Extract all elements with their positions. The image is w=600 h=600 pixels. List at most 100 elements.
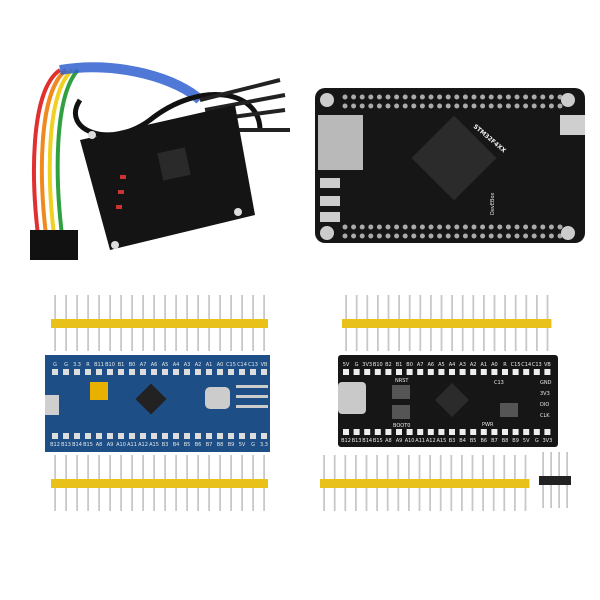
pin-label: G [64,362,68,368]
pin-hole [342,224,348,230]
brand-label: DevEBox [490,193,496,215]
pin-pad [512,429,519,435]
pin-hole [531,224,537,230]
pin-hole [497,233,503,239]
pin-hole [454,103,460,109]
pin-label: B15 [373,438,383,444]
pin-label: B13 [352,438,362,444]
pin-hole [359,233,365,239]
c13-label: C13 [494,380,504,386]
pin-pad [502,369,508,375]
pin-hole [523,224,529,230]
pin-label: A7 [140,362,147,368]
pin-pad [206,369,212,375]
pin-pad [523,369,530,375]
pin-label: A15 [149,442,159,448]
pin-pad [129,369,135,375]
pin-hole [385,103,391,109]
pin-pad [162,369,168,375]
pin-hole [402,103,408,109]
pin-hole [437,103,443,109]
pin-hole [497,94,503,100]
pin-hole [342,233,348,239]
pin-label: A15 [437,438,447,444]
pin-label: A8 [96,442,103,448]
pin-pad [491,369,498,375]
pin-label: B9 [512,438,519,444]
pin-label: B10 [373,362,383,368]
pin-pad [74,369,80,375]
pin-pad [374,369,381,375]
pin-pad [449,369,455,375]
pin-pad [52,433,58,439]
pin-pad [364,429,371,435]
pin-label: A4 [449,362,456,368]
pin-label: 5V [343,362,350,368]
pin-hole [497,103,503,109]
pin-label: C13 [532,362,542,368]
pin-hole [480,103,486,109]
pin-hole [454,94,460,100]
pin-label: 3V3 [362,362,372,368]
pwr-label: PWR [482,422,494,428]
pin-hole [376,224,382,230]
pin-hole [351,103,357,109]
pin-hole [462,233,468,239]
pin-label: A3 [459,362,466,368]
pin-pad [140,433,146,439]
pin-hole [488,103,494,109]
pin-label: A7 [417,362,424,368]
pin-label: R [503,362,507,368]
pin-hole [419,224,425,230]
pin-pad [184,433,190,439]
pin-pad [63,369,69,375]
pin-pad [343,369,349,375]
pin-label: A1 [206,362,213,368]
pin-label: 5V [523,438,530,444]
pin-pad [129,433,135,439]
side-label: DIO [540,402,549,408]
pin-label: A2 [470,362,477,368]
pin-hole [514,224,520,230]
pin-hole [394,224,400,230]
pin-hole [480,233,486,239]
pin-hole [376,233,382,239]
pin-label: B3 [162,442,169,448]
pin-hole [540,94,546,100]
pin-hole [505,224,511,230]
pin-pad [96,369,102,375]
pin-pad [85,369,91,375]
pin-hole [359,103,365,109]
pin-label: B5 [470,438,477,444]
pin-label: A3 [184,362,191,368]
pin-hole [523,103,529,109]
pin-hole [462,224,468,230]
pin-label: A12 [138,442,148,448]
pin-hole [514,103,520,109]
pin-label: A11 [415,438,425,444]
pin-pad [239,433,245,439]
pin-hole [402,233,408,239]
pin-hole [505,94,511,100]
pin-hole [514,233,520,239]
pin-label: A11 [127,442,137,448]
pin-hole [394,103,400,109]
pin-label: B7 [206,442,213,448]
pin-hole [419,233,425,239]
pin-pad [107,369,113,375]
pin-label: VB [544,362,551,368]
pin-pad [173,433,179,439]
pin-hole [394,94,400,100]
pin-hole [462,94,468,100]
pin-label: A1 [480,362,487,368]
pin-hole [462,103,468,109]
pin-hole [471,233,477,239]
pin-label: B1 [396,362,403,368]
pin-hole [471,94,477,100]
pin-header-strip [51,319,268,328]
pin-hole [411,94,417,100]
pin-hole [531,103,537,109]
pin-pad [544,429,551,435]
pin-hole [488,233,494,239]
pin-label: A8 [385,438,392,444]
